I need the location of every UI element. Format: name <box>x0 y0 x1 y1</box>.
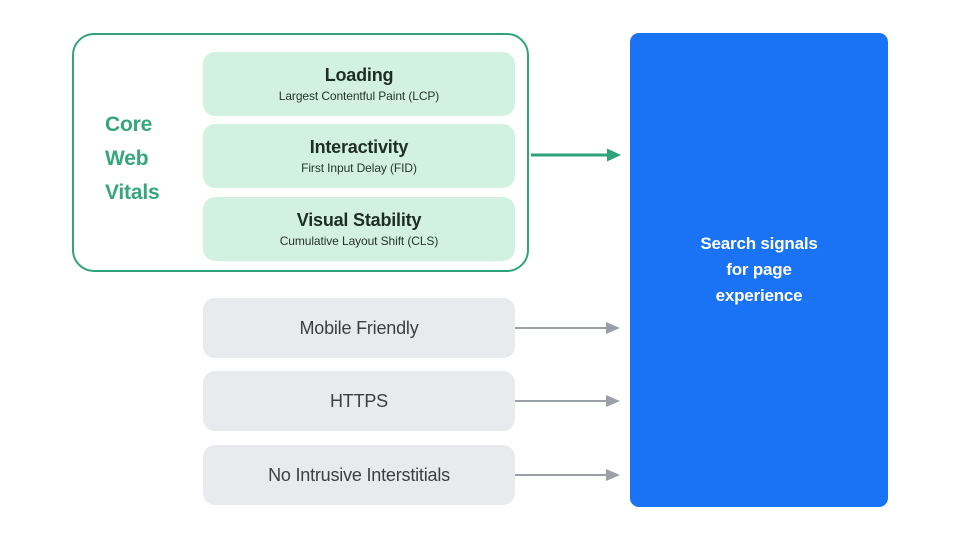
arrow-right-icon-https <box>515 395 620 407</box>
arrow-right-icon-no-intrusive-interstitials <box>515 469 620 481</box>
metric-card-interactivity: Interactivity First Input Delay (FID) <box>203 124 515 188</box>
signal-box-https: HTTPS <box>203 371 515 431</box>
metric-title: Interactivity <box>309 137 409 157</box>
core-web-vitals-label: Core Web Vitals <box>105 108 195 210</box>
metric-subtitle: Cumulative Layout Shift (CLS) <box>279 234 439 248</box>
metric-subtitle: Largest Contentful Paint (LCP) <box>278 89 440 103</box>
signal-box-mobile-friendly: Mobile Friendly <box>203 298 515 358</box>
core-web-vitals-container <box>72 33 529 272</box>
metric-title: Loading <box>324 65 394 85</box>
arrow-right-icon-core-web-vitals <box>531 148 621 162</box>
signal-title: HTTPS <box>329 391 388 411</box>
arrow-right-icon-mobile-friendly <box>515 322 620 334</box>
search-signals-text: Search signals for page experience <box>700 234 818 305</box>
signal-box-no-intrusive-interstitials: No Intrusive Interstitials <box>203 445 515 505</box>
metric-title: Visual Stability <box>296 210 422 230</box>
metric-card-visual-stability: Visual Stability Cumulative Layout Shift… <box>203 197 515 261</box>
core-web-vitals-label-line-2: Web <box>105 147 149 170</box>
metric-card-loading: Loading Largest Contentful Paint (LCP) <box>203 52 515 116</box>
core-web-vitals-label-line-1: Core <box>105 113 153 136</box>
signal-title: Mobile Friendly <box>299 318 419 338</box>
metric-subtitle: First Input Delay (FID) <box>301 161 417 175</box>
search-signals-panel: Search signals for page experience <box>630 33 888 507</box>
signal-title: No Intrusive Interstitials <box>268 465 450 485</box>
core-web-vitals-label-line-3: Vitals <box>105 181 160 204</box>
